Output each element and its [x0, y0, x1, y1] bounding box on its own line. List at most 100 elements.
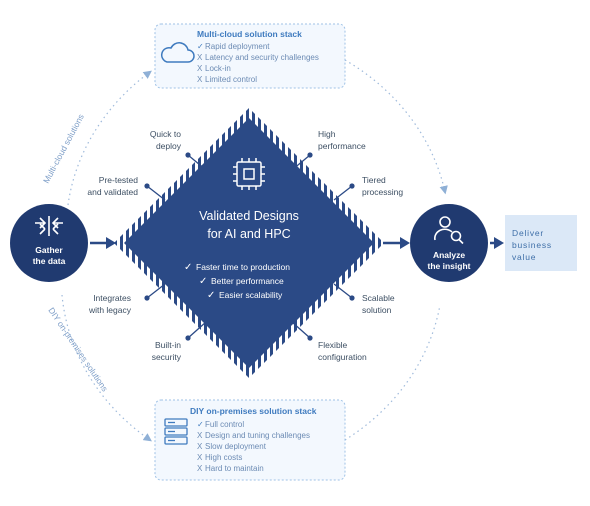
feature-line: and validated: [87, 187, 138, 197]
dot: [144, 183, 150, 189]
arc-bottom-right: [344, 304, 441, 441]
list-item: X Limited control: [197, 75, 257, 84]
list-mark-check: ✓: [197, 42, 204, 51]
feature-label: Quick to deploy: [150, 129, 182, 151]
server-stack-icon: [164, 418, 188, 445]
list-mark-x: X: [197, 431, 203, 440]
check-icon: ✓: [207, 290, 215, 301]
list-item: X Design and tuning challenges: [197, 431, 310, 440]
chip-benefit: ✓ Faster time to production: [184, 262, 290, 273]
feature-line: High: [318, 129, 336, 139]
list-mark-x: X: [197, 442, 203, 451]
feature-dots: [144, 152, 355, 341]
gather-node: Gather the data: [10, 204, 88, 282]
dot: [349, 295, 355, 301]
feature-line: with legacy: [88, 305, 132, 315]
list-item: X Slow deployment: [197, 442, 267, 451]
list-item: ✓ Full control: [197, 420, 244, 429]
dot: [307, 335, 313, 341]
multi-cloud-title: Multi-cloud solution stack: [197, 29, 302, 39]
arc-top-right: [344, 59, 448, 195]
feature-label: Built-in security: [152, 340, 182, 362]
list-text: High costs: [205, 453, 242, 462]
list-item: ✓ Rapid deployment: [197, 42, 270, 51]
chip-benefit-text: Easier scalability: [219, 290, 283, 300]
chip-benefit: ✓ Better performance: [199, 276, 284, 287]
flow-arrow-analyze-to-value: [490, 237, 504, 249]
dot: [185, 152, 191, 158]
chip-benefit: ✓ Easier scalability: [207, 290, 283, 301]
list-mark-x: X: [197, 75, 203, 84]
list-item: X Lock-in: [197, 64, 231, 73]
feature-line: Scalable: [362, 293, 395, 303]
diy-box: DIY on-premises solution stack ✓ Full co…: [154, 399, 346, 481]
list-text: Lock-in: [205, 64, 231, 73]
processor-chip: Validated Designs for AI and HPC ✓ Faste…: [114, 108, 384, 378]
list-text: Limited control: [205, 75, 257, 84]
list-mark-check: ✓: [197, 420, 204, 429]
chip-title-line1: Validated Designs: [199, 209, 299, 223]
processor-chip-icon: [233, 158, 265, 190]
list-mark-x: X: [197, 53, 203, 62]
deliver-value-box: Deliver business value: [505, 215, 577, 271]
multi-cloud-box: Multi-cloud solution stack ✓ Rapid deplo…: [154, 23, 346, 89]
list-item: X Latency and security challenges: [197, 53, 319, 62]
feature-line: Pre-tested: [99, 175, 138, 185]
feature-line: security: [152, 352, 182, 362]
feature-label: Pre-tested and validated: [87, 175, 138, 197]
arc-top-left: [67, 70, 152, 206]
chip-benefit-text: Better performance: [211, 276, 284, 286]
feature-label: Tiered processing: [362, 175, 403, 197]
arc-label-upper: Multi-cloud solutions: [41, 112, 86, 185]
diy-list: ✓ Full control X Design and tuning chall…: [197, 420, 310, 473]
dot: [307, 152, 313, 158]
feature-line: deploy: [156, 141, 182, 151]
feature-line: processing: [362, 187, 403, 197]
gather-line2: the data: [33, 256, 66, 266]
chip-benefit-text: Faster time to production: [196, 262, 290, 272]
list-text: Latency and security challenges: [205, 53, 319, 62]
feature-line: solution: [362, 305, 392, 315]
dot: [185, 335, 191, 341]
feature-label: Integrates with legacy: [88, 293, 132, 315]
check-icon: ✓: [199, 276, 207, 287]
analyze-line2: the insight: [428, 261, 471, 271]
feature-line: configuration: [318, 352, 367, 362]
feature-line: performance: [318, 141, 366, 151]
list-text: Full control: [205, 420, 244, 429]
list-text: Slow deployment: [205, 442, 267, 451]
feature-line: Tiered: [362, 175, 386, 185]
arc-label-lower: DIY on-premises solutions: [46, 306, 110, 394]
check-icon: ✓: [184, 262, 192, 273]
cloud-icon: [161, 42, 195, 63]
orbit-arcs: [61, 59, 448, 442]
list-item: X Hard to maintain: [197, 464, 264, 473]
dot: [349, 183, 355, 189]
dot: [144, 295, 150, 301]
diy-title: DIY on-premises solution stack: [190, 406, 317, 416]
arc-bottom-left: [61, 294, 152, 442]
feature-line: Quick to: [150, 129, 181, 139]
feature-line: Integrates: [93, 293, 131, 303]
feature-line: Built-in: [155, 340, 181, 350]
deliver-line1: Deliver: [512, 228, 544, 238]
list-mark-x: X: [197, 453, 203, 462]
list-mark-x: X: [197, 64, 203, 73]
flow-arrow-chip-to-analyze: [383, 237, 410, 249]
deliver-line2: business: [512, 240, 552, 250]
gather-line1: Gather: [35, 245, 63, 255]
feature-line: Flexible: [318, 340, 348, 350]
analyze-node: Analyze the insight: [410, 204, 488, 282]
deliver-line3: value: [512, 252, 536, 262]
feature-label: Flexible configuration: [318, 340, 367, 362]
data-arrows-icon: [35, 216, 63, 236]
analyze-line1: Analyze: [433, 250, 465, 260]
feature-label: High performance: [318, 129, 366, 151]
list-text: Rapid deployment: [205, 42, 270, 51]
list-mark-x: X: [197, 464, 203, 473]
list-text: Hard to maintain: [205, 464, 264, 473]
chip-title-line2: for AI and HPC: [207, 227, 290, 241]
flow-arrow-gather-to-chip: [90, 237, 116, 249]
multi-cloud-list: ✓ Rapid deployment X Latency and securit…: [197, 42, 319, 84]
list-text: Design and tuning challenges: [205, 431, 310, 440]
